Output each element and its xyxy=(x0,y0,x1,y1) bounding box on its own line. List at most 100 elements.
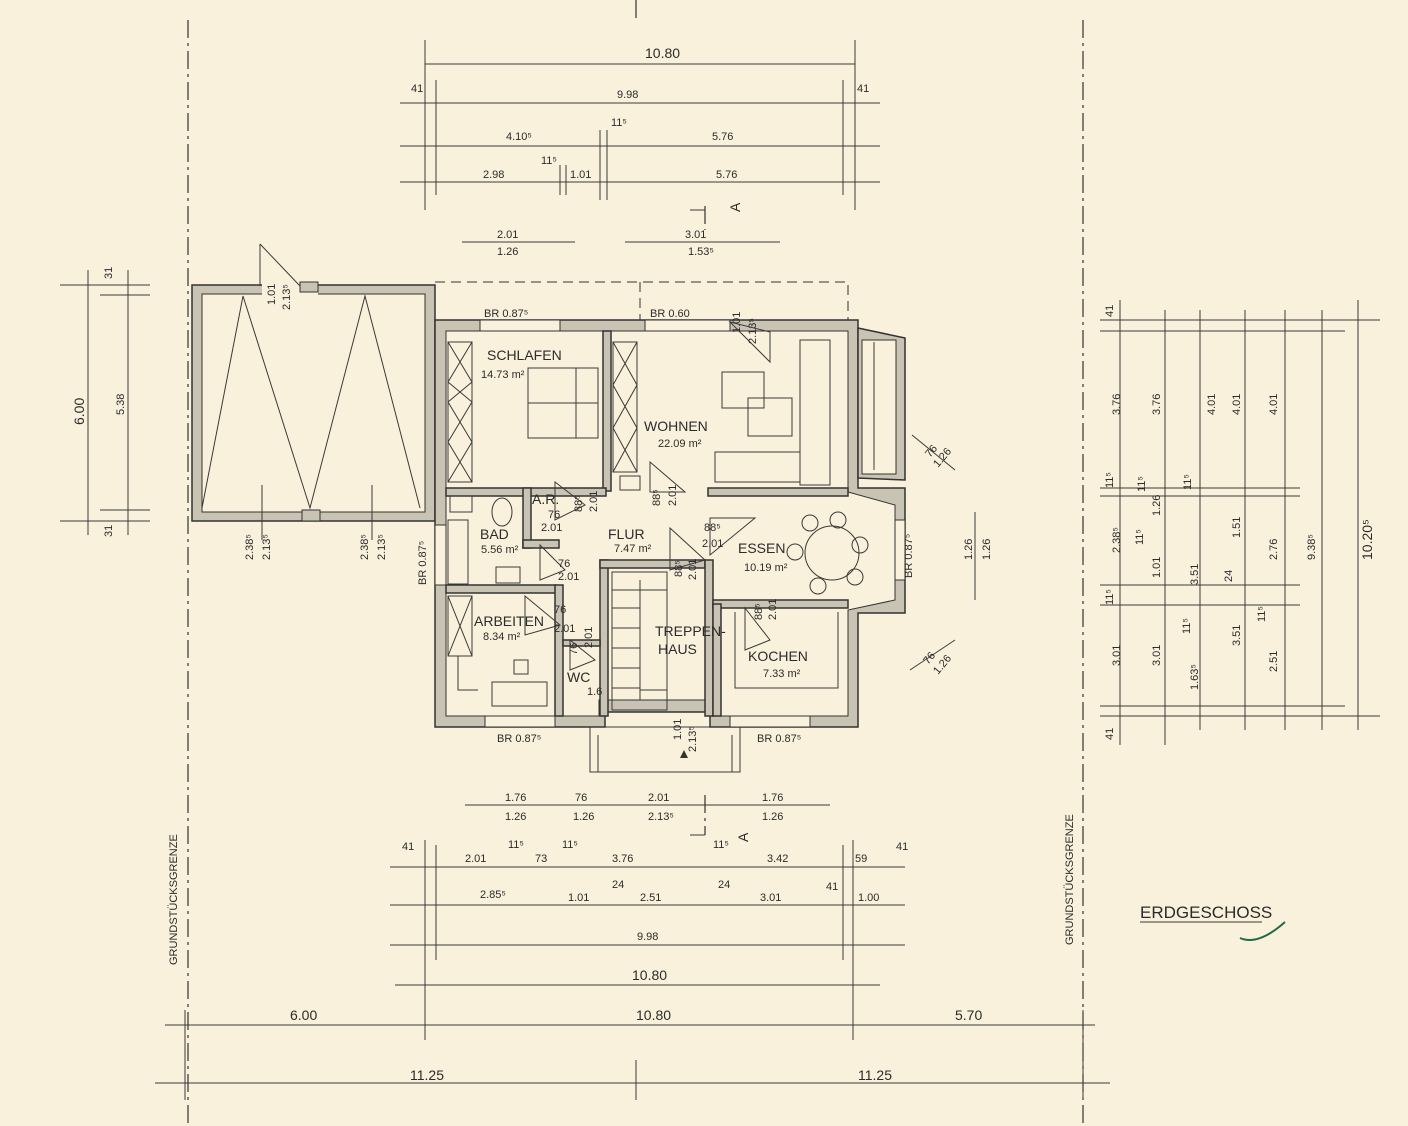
dimension-label: 1.01 xyxy=(672,719,684,740)
dimension-label: 2.38⁵ xyxy=(359,534,371,560)
dimension-label: 2.76 xyxy=(1268,539,1280,560)
dimension-label: 76 xyxy=(568,643,580,655)
right-dimensions xyxy=(1100,300,1380,745)
window-essen: BR 0.87⁵ xyxy=(903,534,915,578)
dimension-label: 2.01 xyxy=(554,623,575,635)
dimension-label: 5.76 xyxy=(712,131,733,143)
dimension-label: 41 xyxy=(402,841,414,853)
dimension-label: 11.25 xyxy=(410,1067,444,1083)
dimension-label: 9.98 xyxy=(637,931,658,943)
dimension-label: 11⁵ xyxy=(1134,529,1146,545)
room-name-treppenhaus-2: HAUS xyxy=(658,641,697,657)
dimension-label: 9.38⁵ xyxy=(1306,534,1318,560)
dimension-label: 31 xyxy=(103,525,115,537)
dimension-label: 2.13⁵ xyxy=(747,318,759,344)
room-area-flur: 7.47 m² xyxy=(614,543,652,555)
dimension-label: 1.26 xyxy=(1151,495,1163,516)
dimension-label: 9.98 xyxy=(617,89,638,101)
dimension-label: 73 xyxy=(535,853,547,865)
dimension-label: 1.01 xyxy=(568,892,589,904)
dimension-label: 11⁵ xyxy=(541,155,557,167)
dimension-label: 2.01 xyxy=(667,485,679,506)
dimension-label: 4.01 xyxy=(1268,394,1280,415)
dimension-label: 2.98 xyxy=(483,169,504,181)
dimension-label: 11⁵ xyxy=(1181,618,1193,634)
dimension-label: 3.42 xyxy=(767,853,788,865)
dimension-label: 1.26 xyxy=(497,246,518,258)
dimension-label: 3.01 xyxy=(760,892,781,904)
dimension-label: 1.01 xyxy=(570,169,591,181)
dimension-label: 2.38⁵ xyxy=(1111,527,1123,553)
schlafen-furniture xyxy=(447,341,599,483)
dimension-label: 11⁵ xyxy=(611,117,627,129)
dimension-label: 41 xyxy=(411,83,423,95)
dimension-label: 10.80 xyxy=(636,1007,671,1023)
boundary-label-left: GRUNDSTÜCKSGRENZE xyxy=(168,834,180,965)
room-name-kochen: KOCHEN xyxy=(748,648,808,664)
room-area-schlafen: 14.73 m² xyxy=(481,369,525,381)
dimension-label: 2.01 xyxy=(583,627,595,648)
room-area-bad: 5.56 m² xyxy=(481,544,519,556)
dimension-label: 88⁵ xyxy=(704,522,721,534)
arbeiten-furniture xyxy=(447,595,548,707)
top-dimensions xyxy=(400,40,880,210)
check-mark xyxy=(1239,921,1286,941)
dimension-label: A xyxy=(727,202,743,212)
dimension-label: 3.51 xyxy=(1231,625,1243,646)
dimension-label: 24 xyxy=(718,879,730,891)
dimension-label: 3.51 xyxy=(1189,564,1201,585)
room-name-arbeiten: ARBEITEN xyxy=(474,613,544,629)
dimension-label: 2.13⁵ xyxy=(281,284,293,310)
kochen-counter xyxy=(734,612,839,689)
bad-fixtures xyxy=(447,495,521,585)
dimension-label: 41 xyxy=(857,83,869,95)
dimension-label: 11⁵ xyxy=(1104,472,1116,488)
dimension-label: 5.38 xyxy=(115,394,127,415)
room-area-arbeiten: 8.34 m² xyxy=(483,631,521,643)
house-walls xyxy=(434,319,906,728)
wohnen-furniture xyxy=(612,339,831,491)
essen-table xyxy=(786,511,869,595)
window-schlafen: BR 0.87⁵ xyxy=(484,308,528,320)
dimension-label: 11⁵ xyxy=(1182,474,1194,490)
garage xyxy=(191,243,436,540)
dimension-label: 1.01 xyxy=(1151,557,1163,578)
dimension-label: 3.76 xyxy=(1151,394,1163,415)
dimension-label: 2.13⁵ xyxy=(687,726,699,752)
dimension-label: 88⁵ xyxy=(673,560,685,577)
window-kochen: BR 0.87⁵ xyxy=(757,733,801,745)
dimension-label: 59 xyxy=(855,853,867,865)
dimension-label: 2.01 xyxy=(497,229,518,241)
dimension-label: 11⁵ xyxy=(562,839,578,851)
room-area-essen: 10.19 m² xyxy=(744,562,788,574)
dimension-label: 10.80 xyxy=(645,45,680,61)
room-area-kochen: 7.33 m² xyxy=(763,668,801,680)
dimension-label: 10.20⁵ xyxy=(1359,519,1375,560)
dimension-label: A xyxy=(735,832,751,842)
dimension-label: 11⁵ xyxy=(508,839,524,851)
dimension-label: 1.00 xyxy=(858,892,879,904)
dimension-label: 1.6 xyxy=(587,686,602,698)
dimension-label: 76 xyxy=(554,604,566,616)
dimension-label: 10.80 xyxy=(632,967,667,983)
room-area-wohnen: 22.09 m² xyxy=(658,438,702,450)
window-arbeiten: BR 0.87⁵ xyxy=(497,733,541,745)
dimension-label: 31 xyxy=(103,267,115,279)
dimension-label: 3.76 xyxy=(612,853,633,865)
dimension-label: 1.26 xyxy=(981,539,993,560)
dimension-label: 1.01 xyxy=(731,312,743,333)
window-wohnen: BR 0.60 xyxy=(650,308,690,320)
dimension-label: 41 xyxy=(1104,728,1116,740)
drawing-title: ERDGESCHOSS xyxy=(1140,903,1272,922)
dimension-label: 2.13⁵ xyxy=(648,811,674,823)
dimension-label: 11⁵ xyxy=(713,839,729,851)
dimension-label: 6.00 xyxy=(290,1007,317,1023)
dimension-label: 2.01 xyxy=(767,599,779,620)
dimension-label: 1.76 xyxy=(762,792,783,804)
dimension-label: 11⁵ xyxy=(1104,589,1116,605)
dimension-label: 2.01 xyxy=(588,491,600,512)
dimension-label: 1.01 xyxy=(266,284,278,305)
dimension-label: 3.01 xyxy=(1151,645,1163,666)
room-name-wohnen: WOHNEN xyxy=(644,418,708,434)
bottom-dimensions xyxy=(155,804,1110,1100)
